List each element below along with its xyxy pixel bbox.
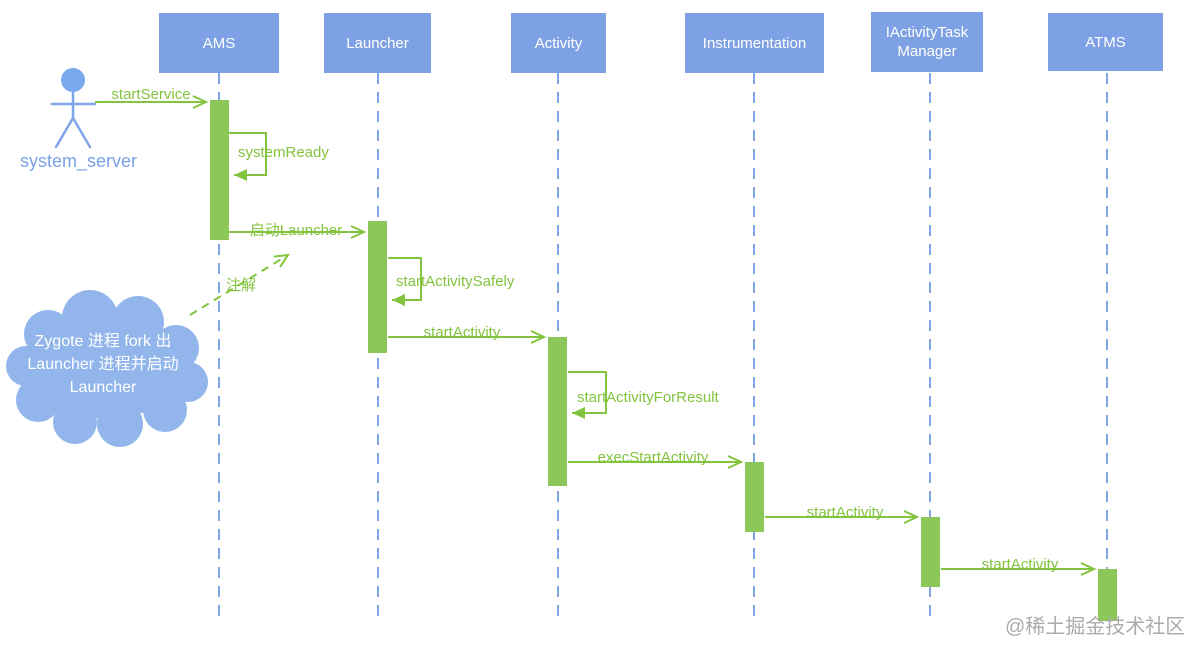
activation-ams [210,100,229,240]
arrow-note-annotation [189,253,291,316]
actor-label: system_server [20,151,138,171]
participant-activity: Activity [511,13,606,73]
activation-instrumentation [745,462,764,532]
message-label-qidong-launcher: 启动Launcher [249,222,343,239]
participant-launcher: Launcher [324,13,431,73]
activation-launcher [368,221,387,353]
actor-icon [50,68,97,149]
participant-instrumentation: Instrumentation [685,13,824,73]
activation-iactivitytask-manager [921,517,940,587]
participant-iactivitytask-manager: IActivityTask Manager [871,12,983,72]
message-label-startactivity-3: startActivity [981,556,1059,573]
message-label-startactivitysafely: startActivitySafely [396,273,515,290]
message-label-startactivityforresult: startActivityForResult [577,389,719,406]
arrow-startactivityforresult-self [568,371,607,419]
message-label-execstartactivity: execStartActivity [597,449,709,466]
watermark: @稀土掘金技术社区 [1005,616,1186,638]
note-cloud-line: Launcher [69,379,137,396]
note-cloud-line: Launcher 进程并启动 [27,356,179,373]
message-label-startactivity-1: startActivity [423,324,501,341]
note-annotation-label: 注解 [226,277,257,294]
note-cloud-shape [6,290,208,447]
arrow-systemready-self [229,132,267,181]
arrow-startactivitysafely-self [388,257,422,306]
participant-atms: ATMS [1048,13,1163,71]
message-label-startservice: startService [111,86,191,103]
message-label-systemready: systemReady [238,144,329,161]
note-cloud-line: Zygote 进程 fork 出 [34,333,172,350]
lifelines [218,73,1108,618]
participant-ams: AMS [159,13,279,73]
activation-atms [1098,569,1117,621]
note-cloud-text: Zygote 进程 fork 出 Launcher 进程并启动 Launcher [13,330,193,399]
activation-activity [548,337,567,486]
message-label-startactivity-2: startActivity [806,504,884,521]
